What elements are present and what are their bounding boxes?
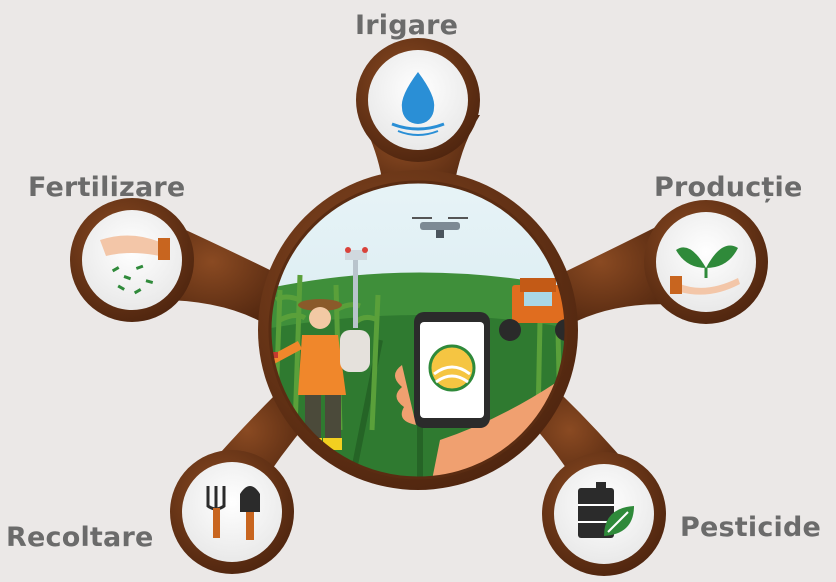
node-disc [82,210,182,310]
node-pesticide[interactable] [542,452,666,576]
fertilizer-hand-icon [100,235,170,295]
node-fertilizare[interactable] [70,198,194,322]
water-drop-icon [391,72,445,136]
node-productie[interactable] [644,200,768,324]
weather-station [345,247,368,328]
node-irigare[interactable] [356,38,480,162]
drone [412,217,468,238]
label-pesticide: Pesticide [680,512,822,543]
node-disc [656,212,756,312]
label-productie: Producție [654,172,803,203]
label-recoltare: Recoltare [6,522,154,553]
node-recoltare[interactable] [170,450,294,574]
tractor [499,278,566,341]
plant-in-hand-icon [670,245,740,295]
node-disc [182,462,282,562]
farmer [270,299,370,450]
label-irigare: Irigare [355,10,459,41]
harvest-tools-icon [206,486,260,540]
label-fertilizare: Fertilizare [28,172,186,203]
pesticide-barrels-icon [578,482,634,538]
